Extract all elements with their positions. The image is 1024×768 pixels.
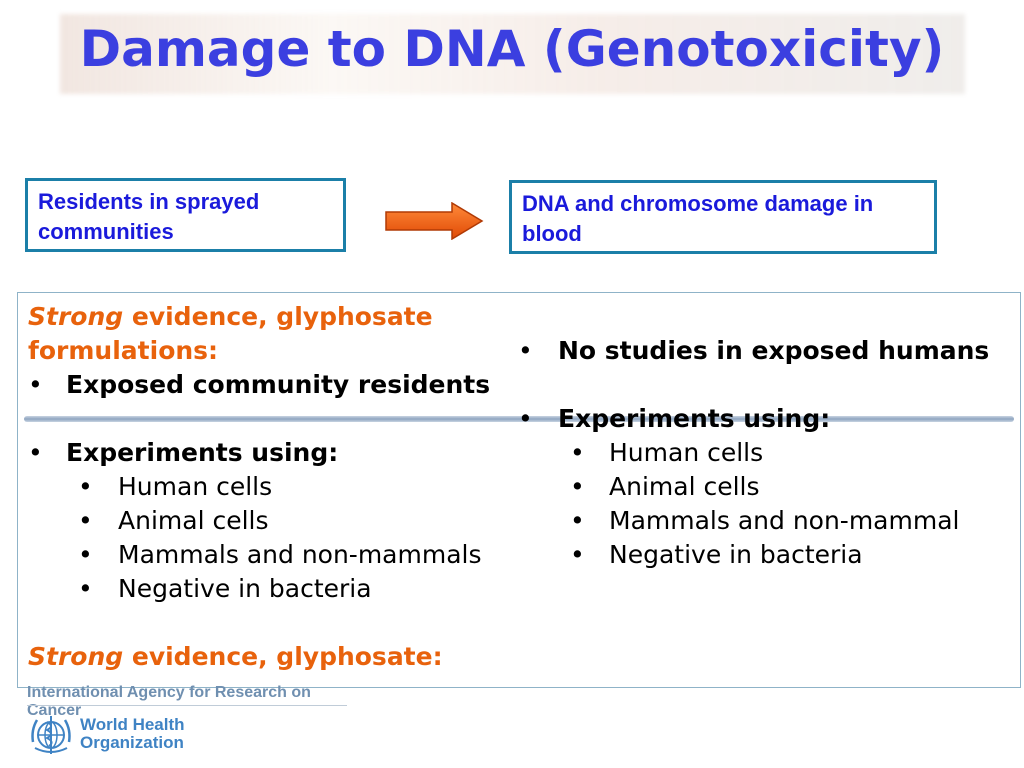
- who-logo-text: World Health Organization: [80, 715, 185, 752]
- left-bullet-residents: Exposed community residents: [28, 368, 518, 402]
- title-background: [60, 14, 965, 94]
- who-emblem-icon: [31, 716, 71, 754]
- left-evidence-column: Strong evidence, glyphosate formulations…: [28, 300, 518, 674]
- left-sub-item: Mammals and non-mammals: [28, 538, 518, 572]
- right-bullet-experiments: Experiments using:: [518, 402, 1018, 436]
- organization-logos: International Agency for Research on Can…: [27, 684, 357, 764]
- left-sub-item: Animal cells: [28, 504, 518, 538]
- left-sub-item: Human cells: [28, 470, 518, 504]
- residents-box: Residents in sprayed communities: [25, 178, 346, 252]
- evidence-panel: [17, 292, 1021, 688]
- iarc-logo-text: International Agency for Research on Can…: [27, 684, 311, 719]
- right-evidence-column: No studies in exposed humans Experiments…: [518, 334, 1018, 572]
- right-sub-item: Human cells: [518, 436, 1018, 470]
- right-sub-item: Negative in bacteria: [518, 538, 1018, 572]
- dna-damage-box: DNA and chromosome damage in blood: [509, 180, 937, 254]
- right-arrow-icon: [385, 202, 484, 240]
- logo-divider: [27, 705, 347, 706]
- left-heading: Strong evidence, glyphosate formulations…: [28, 302, 433, 365]
- right-sub-item: Mammals and non-mammal: [518, 504, 1018, 538]
- right-sub-item: Animal cells: [518, 470, 1018, 504]
- right-bullet-no-studies: No studies in exposed humans: [518, 334, 1018, 368]
- left-sub-item: Negative in bacteria: [28, 572, 518, 606]
- slide-title: Damage to DNA (Genotoxicity): [79, 20, 945, 78]
- left-footer-heading: Strong evidence, glyphosate:: [28, 642, 443, 671]
- left-bullet-experiments: Experiments using:: [28, 436, 518, 470]
